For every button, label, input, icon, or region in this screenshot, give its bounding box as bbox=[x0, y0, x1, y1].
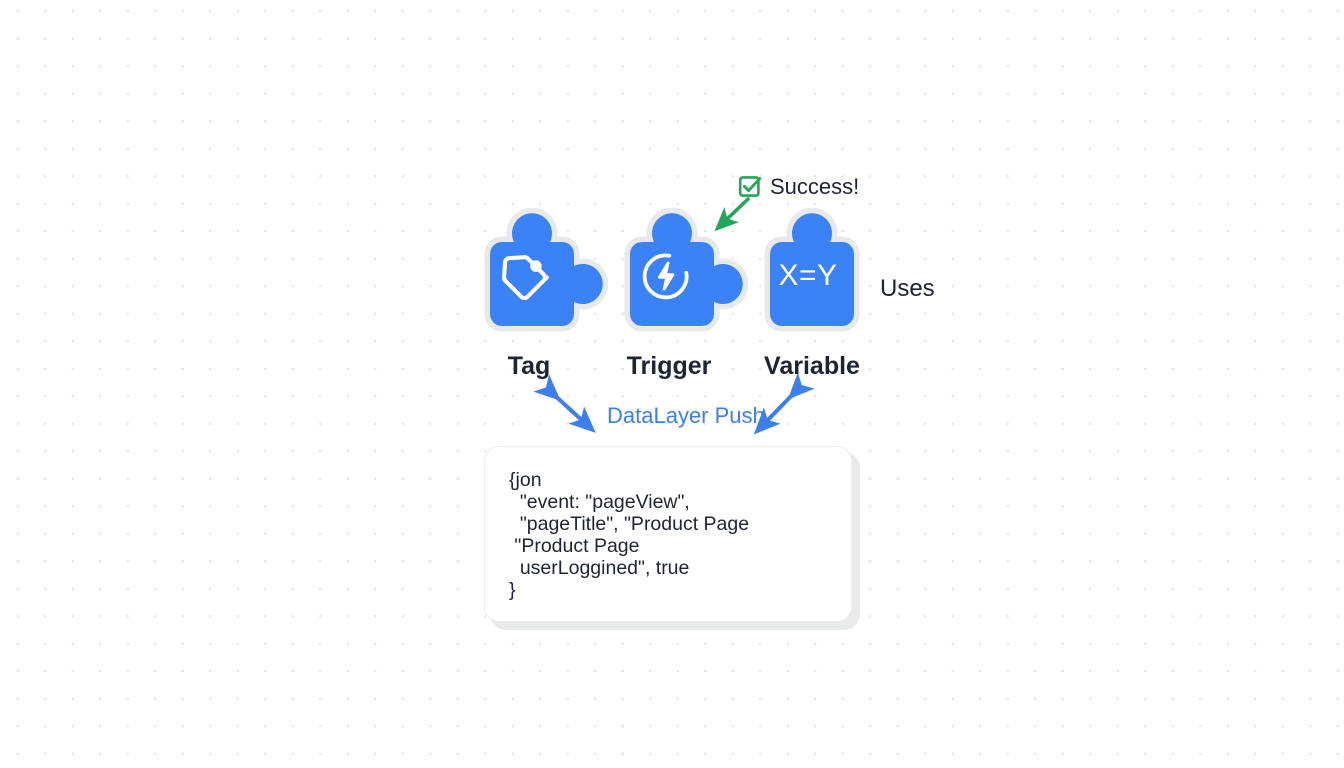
puzzle-piece-trigger[interactable] bbox=[610, 198, 758, 346]
datalayer-left-arrow-icon bbox=[533, 374, 596, 433]
piece-label-trigger: Trigger bbox=[626, 352, 712, 380]
green-check-square-icon bbox=[738, 174, 763, 199]
success-label: Success! bbox=[770, 173, 860, 199]
piece-label-variable: Variable bbox=[764, 352, 860, 380]
datalayer-right-arrow-icon bbox=[753, 372, 815, 435]
success-annotation: Success! bbox=[738, 174, 859, 199]
tag-piece-shape bbox=[484, 207, 609, 332]
code-card[interactable]: {jon "event: "pageView", "pageTitle", "P… bbox=[484, 446, 852, 622]
datalayer-push-label: DataLayer Push bbox=[607, 403, 765, 428]
uses-label: Uses bbox=[880, 275, 935, 302]
puzzle-piece-variable[interactable]: X=Y bbox=[750, 198, 898, 346]
piece-label-tag: Tag bbox=[507, 352, 551, 380]
variable-piece-shape bbox=[764, 207, 860, 332]
puzzle-piece-tag[interactable] bbox=[470, 198, 618, 346]
code-card-content: {jon "event: "pageView", "pageTitle", "P… bbox=[509, 469, 750, 601]
trigger-piece-shape bbox=[624, 207, 749, 332]
success-arrow-icon bbox=[714, 197, 750, 232]
